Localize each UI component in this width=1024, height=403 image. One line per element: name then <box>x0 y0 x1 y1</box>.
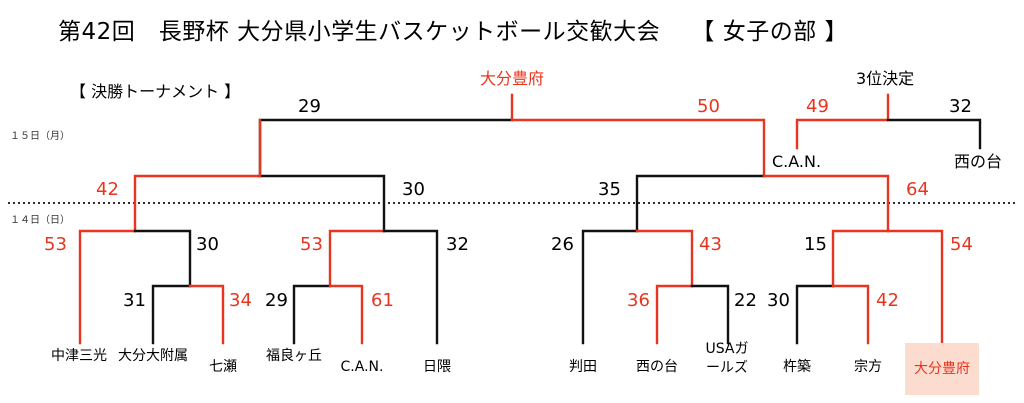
team-label: 中津三光 <box>51 348 107 364</box>
bracket-line <box>151 284 192 345</box>
score-sf-left-a: 42 <box>96 179 119 200</box>
bracket-line <box>635 229 694 288</box>
champion-label: 大分豊府 <box>480 69 545 88</box>
score-third-left: 49 <box>806 96 829 117</box>
score-qf4-a: 15 <box>804 234 827 255</box>
bracket-line <box>886 118 982 150</box>
team-label: 杵築 <box>783 359 811 375</box>
score-qf1-b: 30 <box>196 234 219 255</box>
bracket-line <box>762 174 890 233</box>
score-final-left: 29 <box>298 96 321 117</box>
third-place-label: 3位決定 <box>856 69 915 88</box>
score-qf2-a: 53 <box>300 234 323 255</box>
day-label-15: １５日（月） <box>10 131 70 142</box>
score-r1d-a: 30 <box>767 290 790 311</box>
bracket-line <box>382 229 439 345</box>
team-label: 日隈 <box>423 359 451 375</box>
bracket-line <box>258 118 514 178</box>
score-r1c-b: 22 <box>734 290 757 311</box>
score-qf1-a: 53 <box>44 234 67 255</box>
score-r1b-a: 29 <box>265 290 288 311</box>
page-title: 第42回 長野杯 大分県小学生バスケットボール交歓大会 【 女子の部 】 <box>58 19 849 45</box>
bracket-line <box>510 93 766 178</box>
score-qf3-a: 26 <box>551 234 574 255</box>
third-loser-label: 西の台 <box>954 152 1003 171</box>
bracket-line <box>795 93 890 150</box>
bracket-line <box>292 284 332 345</box>
score-r1a-b: 34 <box>229 290 252 311</box>
score-r1d-b: 42 <box>876 290 899 311</box>
score-qf4-b: 54 <box>950 234 973 255</box>
section-subtitle: 【 決勝トーナメント 】 <box>70 82 241 101</box>
bracket-line <box>690 284 730 345</box>
team-label: C.A.N. <box>340 359 384 375</box>
bracket-line <box>133 174 262 233</box>
bracket-line <box>328 229 386 288</box>
bracket-line <box>831 229 890 288</box>
score-qf2-b: 32 <box>446 234 469 255</box>
bracket-line <box>78 229 137 345</box>
team-label: 宗方 <box>854 359 882 375</box>
bracket-line <box>188 284 225 345</box>
score-r1c-a: 36 <box>627 290 650 311</box>
champion-team-label: 大分豊府 <box>905 343 979 395</box>
bracket-line <box>635 174 766 233</box>
bracket-line <box>886 229 944 345</box>
score-qf3-b: 43 <box>699 234 722 255</box>
score-r1b-b: 61 <box>371 290 394 311</box>
score-sf-right-a: 35 <box>598 179 621 200</box>
bracket-line <box>133 229 192 288</box>
team-label: 大分大附属 <box>118 348 188 364</box>
finalist-label: C.A.N. <box>772 152 822 171</box>
bracket-line <box>581 229 639 345</box>
team-label: 西の台 <box>636 359 678 375</box>
bracket-line <box>328 284 364 345</box>
score-third-right: 32 <box>949 96 972 117</box>
bracket-line <box>831 284 870 345</box>
team-label: 福良ヶ丘 <box>266 348 322 364</box>
bracket-line <box>258 174 386 233</box>
score-sf-right-b: 64 <box>906 179 929 200</box>
team-label: USAガールズ <box>705 341 749 376</box>
score-sf-left-b: 30 <box>402 179 425 200</box>
team-label: 七瀬 <box>209 359 237 375</box>
score-final-right: 50 <box>697 96 720 117</box>
team-label: 判田 <box>569 359 597 375</box>
day-label-14: １４日（日） <box>10 215 70 226</box>
score-r1a-a: 31 <box>123 290 146 311</box>
bracket-line <box>795 284 835 345</box>
bracket-line <box>655 284 694 345</box>
